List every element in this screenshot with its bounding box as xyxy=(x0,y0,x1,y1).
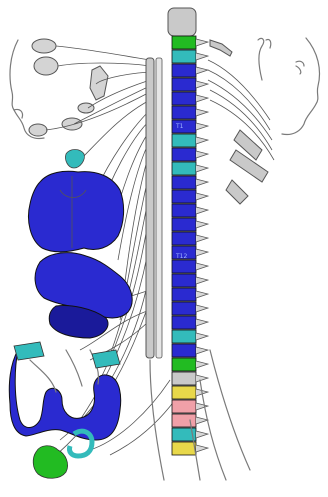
spine-segment xyxy=(172,288,196,301)
spine-segments xyxy=(172,36,208,455)
spinal-nerve-root xyxy=(196,39,208,46)
spine-segment xyxy=(172,232,196,245)
spine-segment xyxy=(172,176,196,189)
spine-segment xyxy=(172,50,196,63)
spine-segment xyxy=(172,134,196,147)
spinal-nerve-root xyxy=(196,277,208,284)
spine-segment xyxy=(172,330,196,343)
spinal-column xyxy=(168,8,208,455)
spinal-nerve-root xyxy=(196,263,208,270)
spinal-nerve-root xyxy=(196,291,208,298)
spinal-nerve-root xyxy=(196,417,208,424)
spinal-nerve-root xyxy=(196,333,208,340)
spinal-nerve-root xyxy=(196,431,208,438)
spinal-nerve-root xyxy=(196,123,208,130)
spine-segment xyxy=(172,400,196,413)
spine-segment xyxy=(172,274,196,287)
spine-segment xyxy=(172,162,196,175)
spinal-nerve-root xyxy=(196,305,208,312)
head-right-outline xyxy=(282,38,320,135)
spine-segment xyxy=(172,442,196,455)
spine-segment xyxy=(172,36,196,49)
right-rami xyxy=(150,38,271,480)
spine-segment xyxy=(172,372,196,385)
spinal-nerve-root xyxy=(196,137,208,144)
spinal-nerve-root xyxy=(196,249,208,256)
spine-segment xyxy=(172,78,196,91)
intestine-marker-right xyxy=(92,350,120,368)
spine-segment xyxy=(172,218,196,231)
spine-segment xyxy=(172,386,196,399)
spine-segment xyxy=(172,302,196,315)
spine-segment xyxy=(172,260,196,273)
spinal-nerve-root xyxy=(196,179,208,186)
spine-segment xyxy=(172,414,196,427)
spine-segment xyxy=(172,344,196,357)
spinal-nerve-root xyxy=(196,403,208,410)
spinal-nerve-root xyxy=(196,207,208,214)
spinal-nerve-root xyxy=(196,361,208,368)
spinal-nerve-root xyxy=(196,53,208,60)
spine-segment xyxy=(172,316,196,329)
spinal-nerve-root xyxy=(196,165,208,172)
spinal-nerve-root xyxy=(196,319,208,326)
spinal-nerve-root xyxy=(196,221,208,228)
intestine-marker-left xyxy=(14,342,44,360)
spine-segment xyxy=(172,92,196,105)
sympathetic-chain xyxy=(146,58,162,358)
spine-segment xyxy=(172,358,196,371)
spinal-nerve-root xyxy=(196,445,208,452)
heart-lungs xyxy=(29,171,124,251)
spinal-nerve-root xyxy=(196,375,208,382)
organs xyxy=(9,150,132,479)
spine-segment xyxy=(172,204,196,217)
thyroid xyxy=(65,150,84,169)
spinal-nerve-root xyxy=(196,95,208,102)
spinal-nerve-root xyxy=(196,67,208,74)
cranial-ganglia xyxy=(29,39,108,136)
spine-segment xyxy=(172,106,196,119)
spinal-nerve-root xyxy=(196,193,208,200)
spine-segment xyxy=(172,148,196,161)
svg-text:T1: T1 xyxy=(175,123,184,130)
spinal-nerve-root xyxy=(196,235,208,242)
spine-segment xyxy=(172,190,196,203)
spinal-nerve-root xyxy=(196,81,208,88)
svg-text:T12: T12 xyxy=(175,253,187,260)
spinal-nerve-root xyxy=(196,151,208,158)
bladder xyxy=(33,446,67,479)
spine-segment xyxy=(172,64,196,77)
spinal-nerve-root xyxy=(196,109,208,116)
spinal-nerve-root xyxy=(196,347,208,354)
